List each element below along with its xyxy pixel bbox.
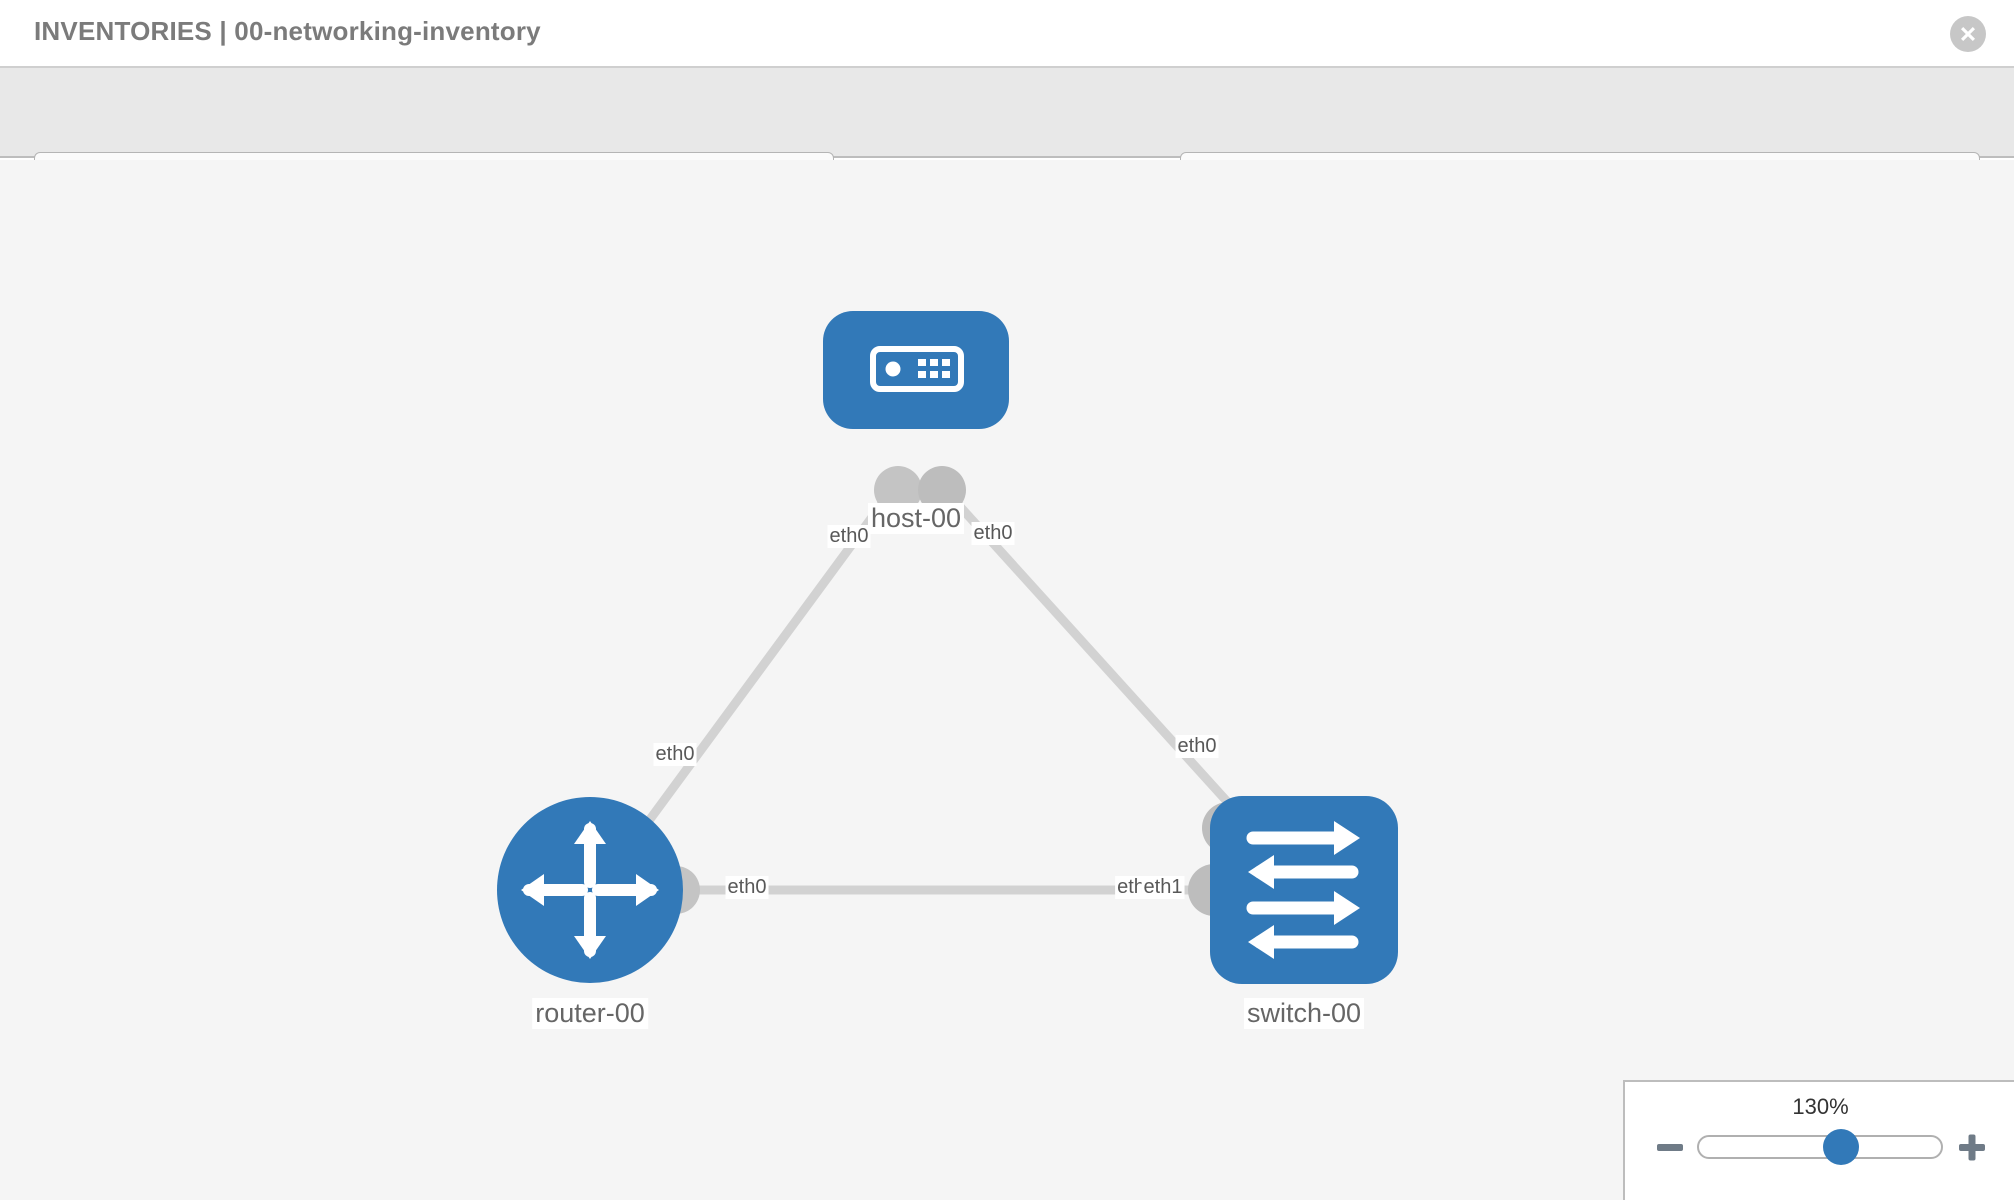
- port-host-eth0-right[interactable]: [918, 466, 966, 514]
- page-title: INVENTORIES | 00-networking-inventory: [34, 16, 541, 46]
- node-label-host-00: host-00: [867, 503, 965, 534]
- node-label-switch-00: switch-00: [1243, 998, 1365, 1029]
- page-header: INVENTORIES | 00-networking-inventory: [0, 0, 2014, 68]
- node-label-router-00: router-00: [532, 998, 648, 1029]
- plus-icon[interactable]: [1955, 1130, 1989, 1164]
- node-host-00[interactable]: [823, 311, 1009, 429]
- iface-label-switch-eth1: eth1: [1141, 876, 1185, 899]
- iface-label-host-left: eth0: [827, 525, 871, 548]
- node-switch-00[interactable]: [1210, 796, 1398, 984]
- topology-graph: [497, 311, 1398, 984]
- iface-label-switch-eth: eth: [1115, 876, 1147, 899]
- iface-label-router-up: eth0: [653, 743, 697, 766]
- iface-label-router-eth0: eth0: [725, 876, 769, 899]
- port-host-eth0-left[interactable]: [874, 466, 922, 514]
- minus-icon[interactable]: [1653, 1130, 1687, 1164]
- topology-canvas[interactable]: eth0 eth0 eth0 eth0 eth0 eth eth1 host-0…: [0, 160, 2014, 1200]
- toolbar: ACTIONS SEARCH: [0, 68, 2014, 208]
- zoom-slider-thumb[interactable]: [1823, 1129, 1859, 1165]
- close-icon[interactable]: [1950, 16, 1986, 52]
- node-router-00[interactable]: [497, 797, 683, 983]
- iface-label-switch-up: eth0: [1175, 735, 1219, 758]
- zoom-slider-track[interactable]: [1697, 1135, 1943, 1159]
- zoom-level-label: 130%: [1792, 1094, 1849, 1119]
- zoom-control: 130%: [1623, 1080, 2014, 1200]
- iface-label-host-right: eth0: [971, 522, 1015, 545]
